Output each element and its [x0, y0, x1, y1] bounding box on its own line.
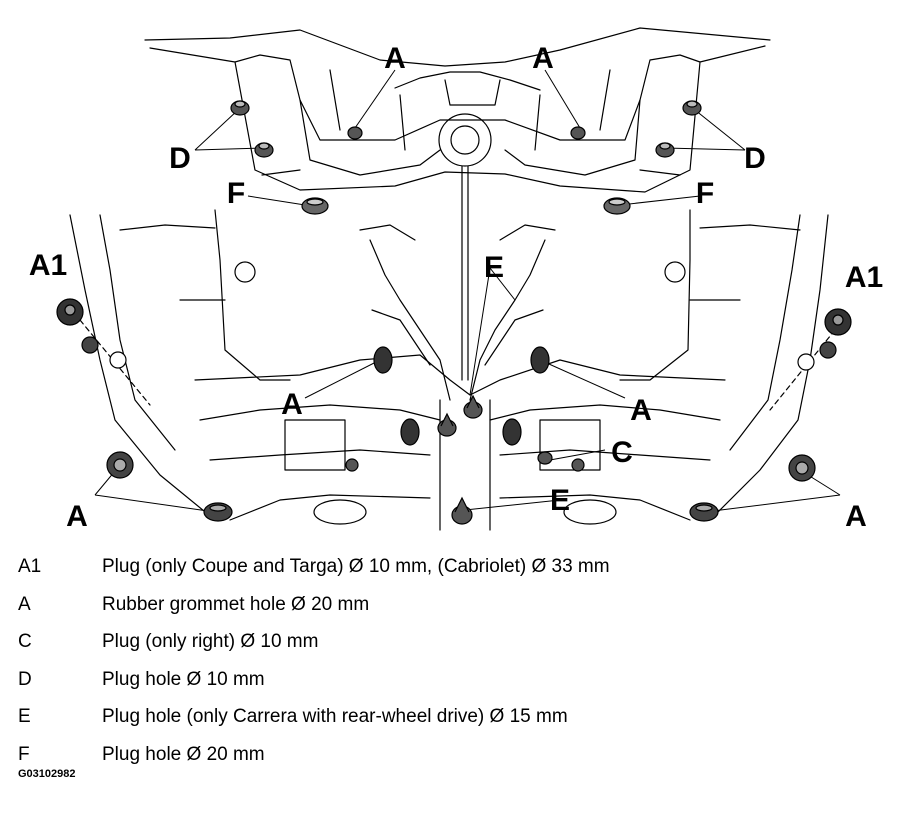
plug-f-icon	[301, 197, 329, 215]
plug-e-icon	[451, 496, 473, 525]
plug-d-icon	[682, 100, 702, 116]
legend-row-a1: A1 Plug (only Coupe and Targa) Ø 10 mm, …	[0, 548, 900, 586]
legend-key: F	[18, 743, 30, 765]
underbody-diagram: A A D D F F A1 A1 E E A A C A A	[29, 27, 883, 533]
grommet-a-icon	[570, 126, 586, 140]
callout-a1-right: A1	[845, 261, 883, 294]
callout-f-left: F	[227, 177, 245, 210]
callout-a-bottom-right: A	[845, 500, 867, 533]
callout-f-right: F	[696, 177, 714, 210]
plug-e-icon	[437, 412, 457, 437]
grommet-a-icon	[373, 346, 393, 374]
grommet-a-icon	[689, 502, 719, 522]
grommet-a-icon	[347, 126, 363, 140]
plug-a1-icon	[824, 308, 852, 336]
callout-e-lower: E	[550, 484, 570, 517]
callout-c-right: C	[611, 436, 633, 469]
grommet-a-icon	[788, 454, 816, 482]
legend-key: A1	[18, 556, 42, 577]
legend: A1 Plug (only Coupe and Targa) Ø 10 mm, …	[0, 548, 900, 773]
callout-a-top-left: A	[384, 42, 406, 75]
legend-description: Plug (only right) Ø 10 mm	[102, 631, 319, 652]
callout-a-mid-left: A	[281, 388, 303, 421]
legend-row-c: C Plug (only right) Ø 10 mm	[0, 623, 900, 661]
callout-labels: A A D D F F A1 A1 E E A A C A A	[29, 42, 883, 533]
legend-description: Rubber grommet hole Ø 20 mm	[102, 593, 370, 615]
legend-row-e: E Plug hole (only Carrera with rear-whee…	[0, 698, 900, 736]
legend-description: Plug hole Ø 20 mm	[102, 743, 265, 765]
grommet-a-icon	[106, 451, 134, 479]
plug-a1-icon	[81, 336, 127, 369]
grommets-and-plugs	[56, 100, 852, 525]
callout-a1-left: A1	[29, 249, 67, 282]
callout-a-bottom-left: A	[66, 500, 88, 533]
plug-a1-icon	[797, 341, 837, 371]
grommet-a-icon	[400, 418, 420, 446]
legend-key: E	[18, 706, 31, 727]
plug-d-icon	[655, 142, 675, 158]
plug-f-icon	[603, 197, 631, 215]
plug-d-icon	[230, 100, 250, 116]
grommet-a-icon	[502, 418, 522, 446]
legend-row-d: D Plug hole Ø 10 mm	[0, 661, 900, 699]
grommet-a-icon	[530, 346, 550, 374]
callout-a-mid-right: A	[630, 394, 652, 427]
leader-lines	[94, 69, 841, 513]
grommet-a-icon	[203, 502, 233, 522]
callout-d-right: D	[744, 142, 766, 175]
callout-e-center: E	[484, 251, 504, 284]
plug-e-icon	[463, 394, 483, 419]
legend-key: A	[18, 593, 31, 615]
legend-key: C	[18, 631, 32, 652]
legend-row-a: A Rubber grommet hole Ø 20 mm	[0, 586, 900, 624]
legend-description: Plug hole Ø 10 mm	[102, 668, 265, 690]
legend-description: Plug hole (only Carrera with rear-wheel …	[102, 706, 568, 727]
legend-description: Plug (only Coupe and Targa) Ø 10 mm, (Ca…	[102, 556, 610, 577]
figure-id: G03102982	[18, 768, 76, 780]
legend-key: D	[18, 668, 32, 690]
plug-c-icon	[537, 451, 553, 465]
legend-row-f: F Plug hole Ø 20 mm	[0, 736, 900, 774]
plug-d-icon	[254, 142, 274, 158]
body-structure-lines	[69, 27, 836, 531]
callout-d-left: D	[169, 142, 191, 175]
callout-a-top-right: A	[532, 42, 554, 75]
plug-a1-icon	[56, 298, 84, 326]
